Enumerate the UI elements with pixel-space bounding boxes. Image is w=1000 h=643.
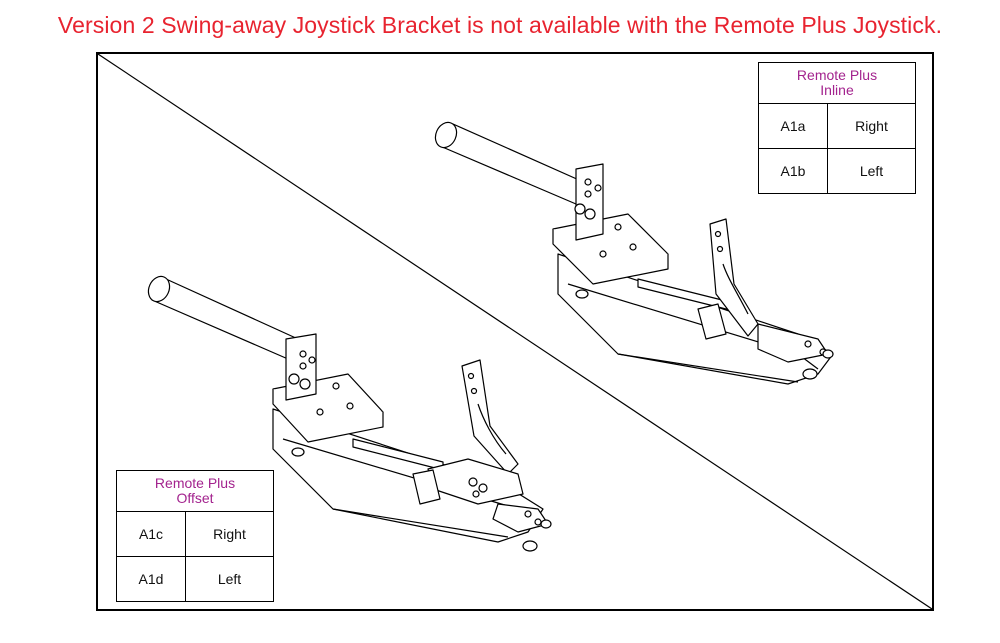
table-row: A1c Right bbox=[116, 511, 274, 557]
offset-bracket-drawing bbox=[147, 275, 552, 552]
offset-header-line2: Offset bbox=[176, 490, 214, 506]
inline-table-header: Remote Plus Inline bbox=[758, 62, 916, 104]
side-value: Right bbox=[827, 103, 916, 149]
offset-table-header: Remote Plus Offset bbox=[116, 470, 274, 512]
inline-header-line1: Remote Plus bbox=[796, 67, 878, 83]
bracket-illustration bbox=[98, 54, 932, 609]
offset-options-table: Remote Plus Offset A1c Right A1d Left bbox=[116, 470, 274, 602]
table-row: A1b Left bbox=[758, 148, 916, 194]
side-value: Left bbox=[185, 556, 274, 602]
side-value: Left bbox=[827, 148, 916, 194]
side-value: Right bbox=[185, 511, 274, 557]
diagonal-divider bbox=[98, 54, 932, 609]
part-code: A1d bbox=[116, 556, 186, 602]
part-code: A1c bbox=[116, 511, 186, 557]
table-row: A1a Right bbox=[758, 103, 916, 149]
part-code: A1b bbox=[758, 148, 828, 194]
notice-banner: Version 2 Swing-away Joystick Bracket is… bbox=[57, 12, 943, 38]
inline-header-line2: Inline bbox=[820, 82, 854, 98]
inline-options-table: Remote Plus Inline A1a Right A1b Left bbox=[758, 62, 916, 194]
inline-bracket-drawing bbox=[434, 121, 834, 385]
offset-header-line1: Remote Plus bbox=[154, 475, 236, 491]
table-row: A1d Left bbox=[116, 556, 274, 602]
part-code: A1a bbox=[758, 103, 828, 149]
diagram-frame: Remote Plus Inline A1a Right A1b Left Re… bbox=[96, 52, 934, 611]
